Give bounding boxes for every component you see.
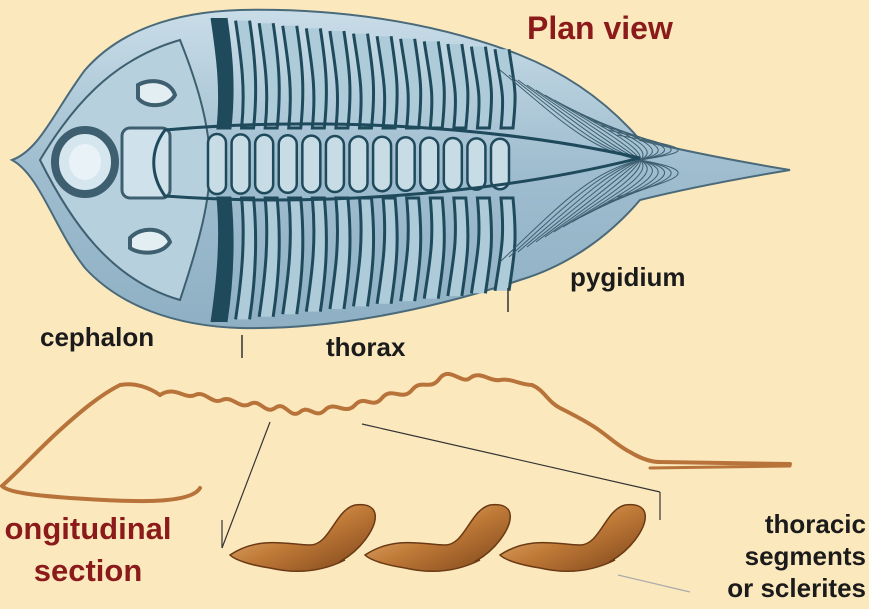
sclerite — [500, 505, 645, 572]
plan-view-title: Plan view — [527, 10, 673, 47]
eye-lower — [130, 230, 170, 253]
longitudinal-section-label: ongitudinal section — [0, 508, 188, 592]
eye-upper — [138, 81, 175, 105]
longitudinal-label-line1: ongitudinal — [0, 508, 188, 550]
thoracic-label-line3: or sclerites — [690, 572, 866, 604]
thoracic-label-line1: thoracic — [690, 508, 866, 540]
thoracic-label-line2: segments — [690, 540, 866, 572]
pygidium-label: pygidium — [570, 262, 686, 293]
sclerite — [230, 505, 375, 572]
sclerite — [365, 505, 510, 572]
longitudinal-section — [2, 374, 790, 501]
thoracic-segments-label: thoracic segments or sclerites — [690, 508, 866, 604]
thorax-label: thorax — [326, 332, 405, 363]
cephalon — [40, 40, 210, 300]
cephalon-label: cephalon — [40, 322, 154, 353]
enlarged-sclerites — [230, 505, 645, 572]
longitudinal-label-line2: section — [0, 550, 188, 592]
